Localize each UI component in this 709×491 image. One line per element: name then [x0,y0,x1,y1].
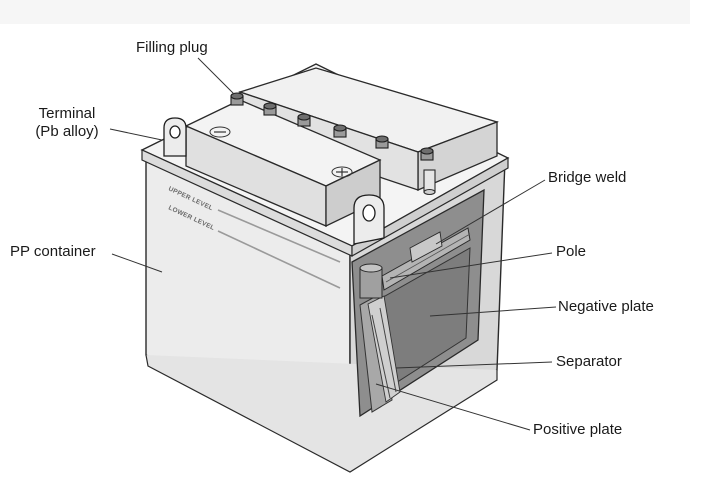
top-band [0,0,690,24]
leader-negative-plate [429,306,557,317]
container-bottom [145,354,498,473]
leader-pp-container [111,253,163,273]
label-terminal: Terminal (Pb alloy) [22,105,112,141]
lid-rim-side [351,156,509,258]
filling-plug-5 [375,135,389,149]
upper-level-line [217,209,341,263]
terminal-left [163,117,187,157]
label-separator: Separator [556,353,622,370]
leader-terminal [109,128,163,141]
polarity-plus-mark [331,166,353,178]
label-bridge-weld: Bridge weld [548,169,627,186]
terminal-right [353,194,385,245]
label-positive-plate: Positive plate [533,421,623,438]
leader-positive-plate [375,383,531,431]
label-pole: Pole [556,243,587,260]
leader-separator [395,361,553,369]
label-terminal-line2: (Pb alloy) [35,123,99,140]
filling-plug-4 [333,124,347,138]
separator-shape [367,295,401,403]
filling-plug-3 [297,113,311,127]
polarity-minus-mark [209,126,231,138]
leader-lines [109,57,557,431]
leader-bridge-weld [435,179,546,245]
filling-plug-2 [263,102,277,116]
label-pp-container: PP container [10,243,96,260]
filling-plug-6 [420,147,434,161]
filling-plug-1 [230,92,244,106]
cutaway-interior [351,188,485,418]
label-filling-plug: Filling plug [136,39,208,56]
filling-plugs [230,92,434,161]
leader-filling-plug [197,57,235,95]
lower-level-line [217,230,341,289]
label-negative-plate: Negative plate [558,298,654,315]
label-terminal-line1: Terminal [38,105,96,122]
leader-pole [389,252,553,279]
vent-tube [423,169,436,196]
